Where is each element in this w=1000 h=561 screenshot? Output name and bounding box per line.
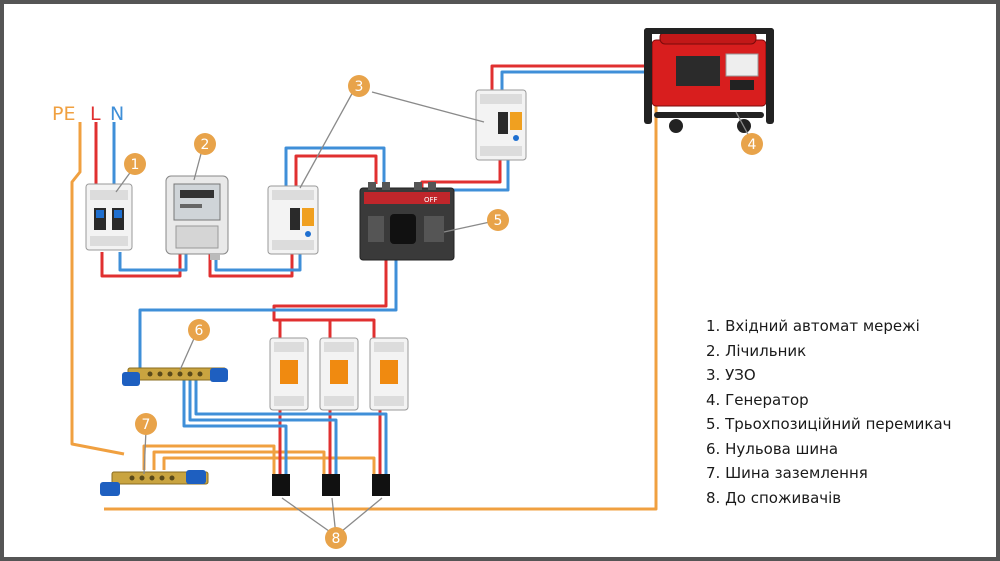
neutral-wire-1-2 — [118, 252, 188, 272]
diagram-frame: PE L N — [4, 4, 996, 557]
svg-text:4: 4 — [748, 137, 757, 153]
neutral-wire-3-switch — [284, 146, 386, 186]
wires — [70, 64, 658, 511]
neutral-wire-switch-out — [138, 260, 398, 368]
phase-wire-switch-out — [272, 260, 388, 338]
legend: 1. Вхідний автомат мережі 2. Лічильник 3… — [706, 314, 952, 510]
callout-4: 4 — [741, 133, 763, 155]
rcd-generator — [475, 89, 527, 161]
svg-text:8: 8 — [332, 531, 341, 547]
ground-wire-busbar-1 — [142, 444, 276, 474]
legend-item-generator: 4. Генератор — [706, 390, 809, 409]
neutral-wire-rcd-switch — [432, 160, 510, 192]
phase-wire-breakers — [278, 320, 332, 338]
svg-text:2: 2 — [201, 137, 210, 153]
phase-wire-1-2 — [100, 252, 182, 278]
legend-item-consumers: 8. До споживачів — [706, 488, 842, 507]
callout-7: 7 — [135, 413, 157, 435]
neutral-wire-load-3 — [194, 376, 388, 474]
callout-badges: 1 2 3 4 5 6 7 — [124, 75, 763, 549]
legend-item-rcd: 3. УЗО — [706, 366, 756, 384]
ground-busbar — [100, 470, 209, 496]
switch-off-label: OFF — [424, 196, 438, 204]
phase-wire-gen-rcd — [490, 64, 646, 92]
input-breaker — [85, 183, 133, 251]
ground-wire-busbar-2 — [152, 450, 326, 474]
generator — [644, 28, 774, 133]
neutral-wire-gen-rcd — [500, 70, 646, 92]
svg-text:5: 5 — [494, 213, 503, 229]
svg-text:7: 7 — [142, 417, 151, 433]
phase-wire-2-3 — [208, 254, 294, 278]
ground-wire-pe — [70, 122, 125, 456]
electricity-meter — [165, 175, 229, 260]
neutral-wire-2-3 — [214, 254, 302, 272]
callout-2: 2 — [194, 133, 216, 155]
neutral-busbar — [122, 367, 228, 386]
consumer-breakers — [269, 337, 409, 411]
callout-5: 5 — [487, 209, 509, 231]
svg-text:1: 1 — [131, 157, 140, 173]
ground-wire-generator — [104, 104, 658, 511]
callout-8: 8 — [325, 527, 347, 549]
callout-1: 1 — [124, 153, 146, 175]
neutral-wire-load-1 — [182, 376, 288, 474]
l-label: L — [90, 103, 101, 125]
phase-wire-3-switch — [294, 154, 378, 186]
load-terminals — [272, 474, 390, 496]
svg-text:6: 6 — [195, 323, 204, 339]
line-labels: PE L N — [52, 103, 124, 125]
legend-item-meter: 2. Лічильник — [706, 341, 807, 360]
changeover-switch: OFF — [359, 182, 455, 261]
pe-label: PE — [52, 103, 75, 125]
consumer-breaker-1 — [269, 337, 309, 411]
consumer-breaker-3 — [369, 337, 409, 411]
legend-item-neutral-bus: 6. Нульова шина — [706, 439, 839, 458]
legend-item-ground-bus: 7. Шина заземлення — [706, 464, 868, 482]
callout-leaders — [115, 89, 751, 537]
callout-6: 6 — [188, 319, 210, 341]
ground-wire-busbar-3 — [162, 456, 376, 474]
wiring-diagram: PE L N — [52, 28, 774, 549]
consumer-breaker-2 — [319, 337, 359, 411]
neutral-wire-load-2 — [188, 376, 338, 474]
rcd-grid — [267, 185, 319, 255]
callout-3: 3 — [348, 75, 370, 97]
n-label: N — [110, 103, 124, 125]
legend-item-input-breaker: 1. Вхідний автомат мережі — [706, 317, 920, 335]
svg-text:3: 3 — [355, 79, 364, 95]
legend-item-switch: 5. Трьохпозиційний перемикач — [706, 415, 952, 433]
